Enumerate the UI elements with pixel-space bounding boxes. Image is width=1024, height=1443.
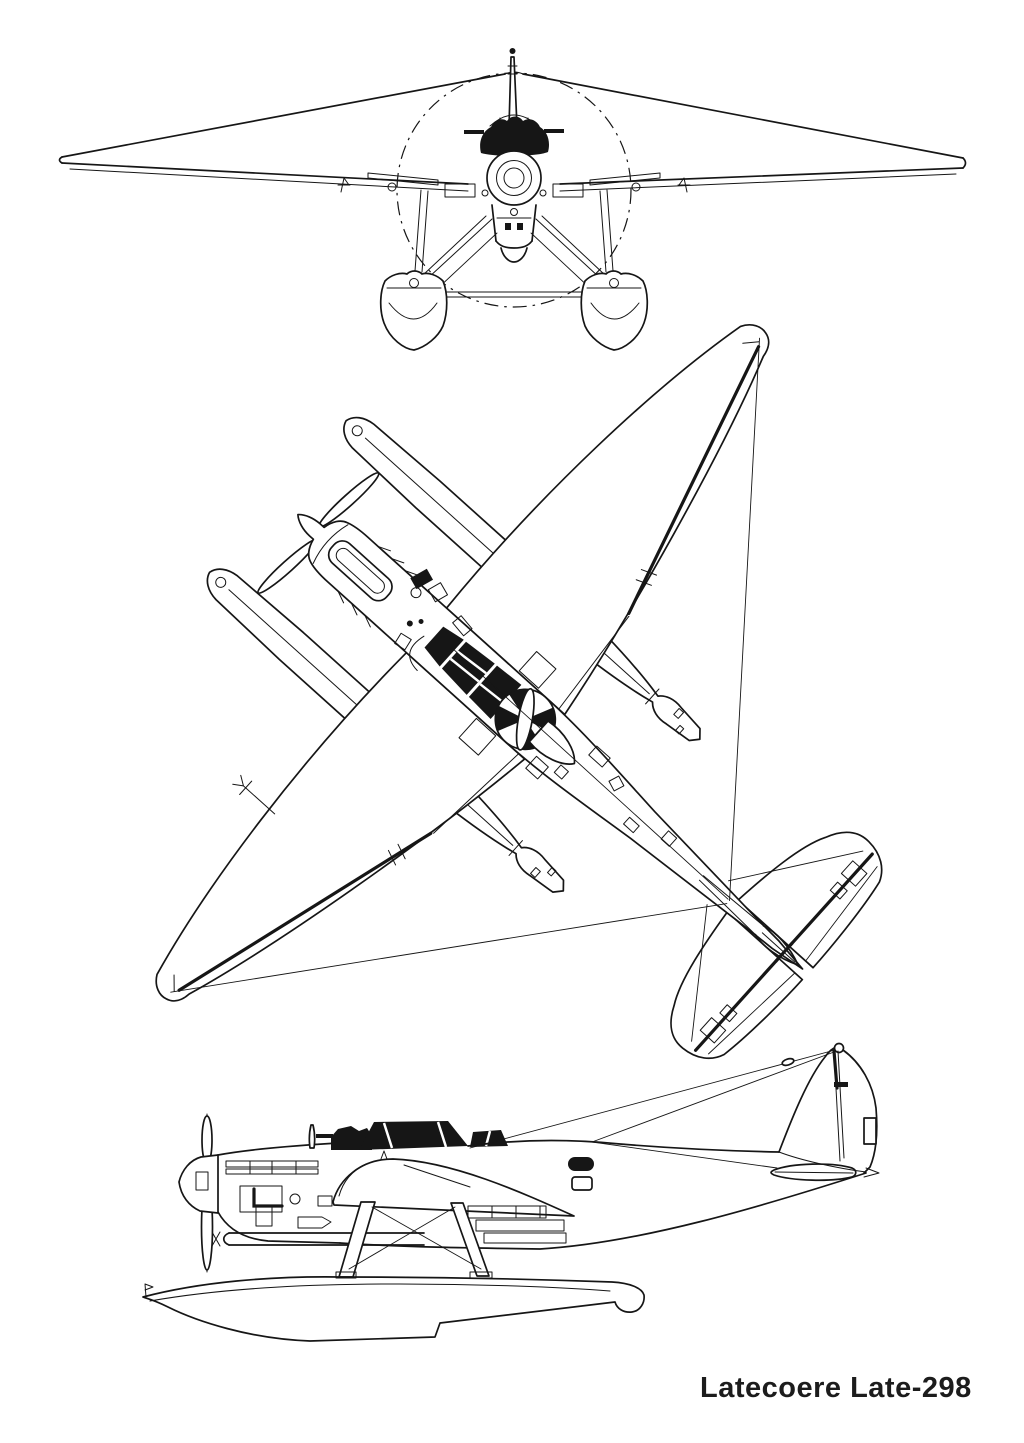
top-view-drawing [0,323,883,1309]
figure-title: Latecoere Late-298 [700,1372,972,1404]
front-view-drawing [58,48,967,351]
side-view-drawing [142,1042,880,1342]
